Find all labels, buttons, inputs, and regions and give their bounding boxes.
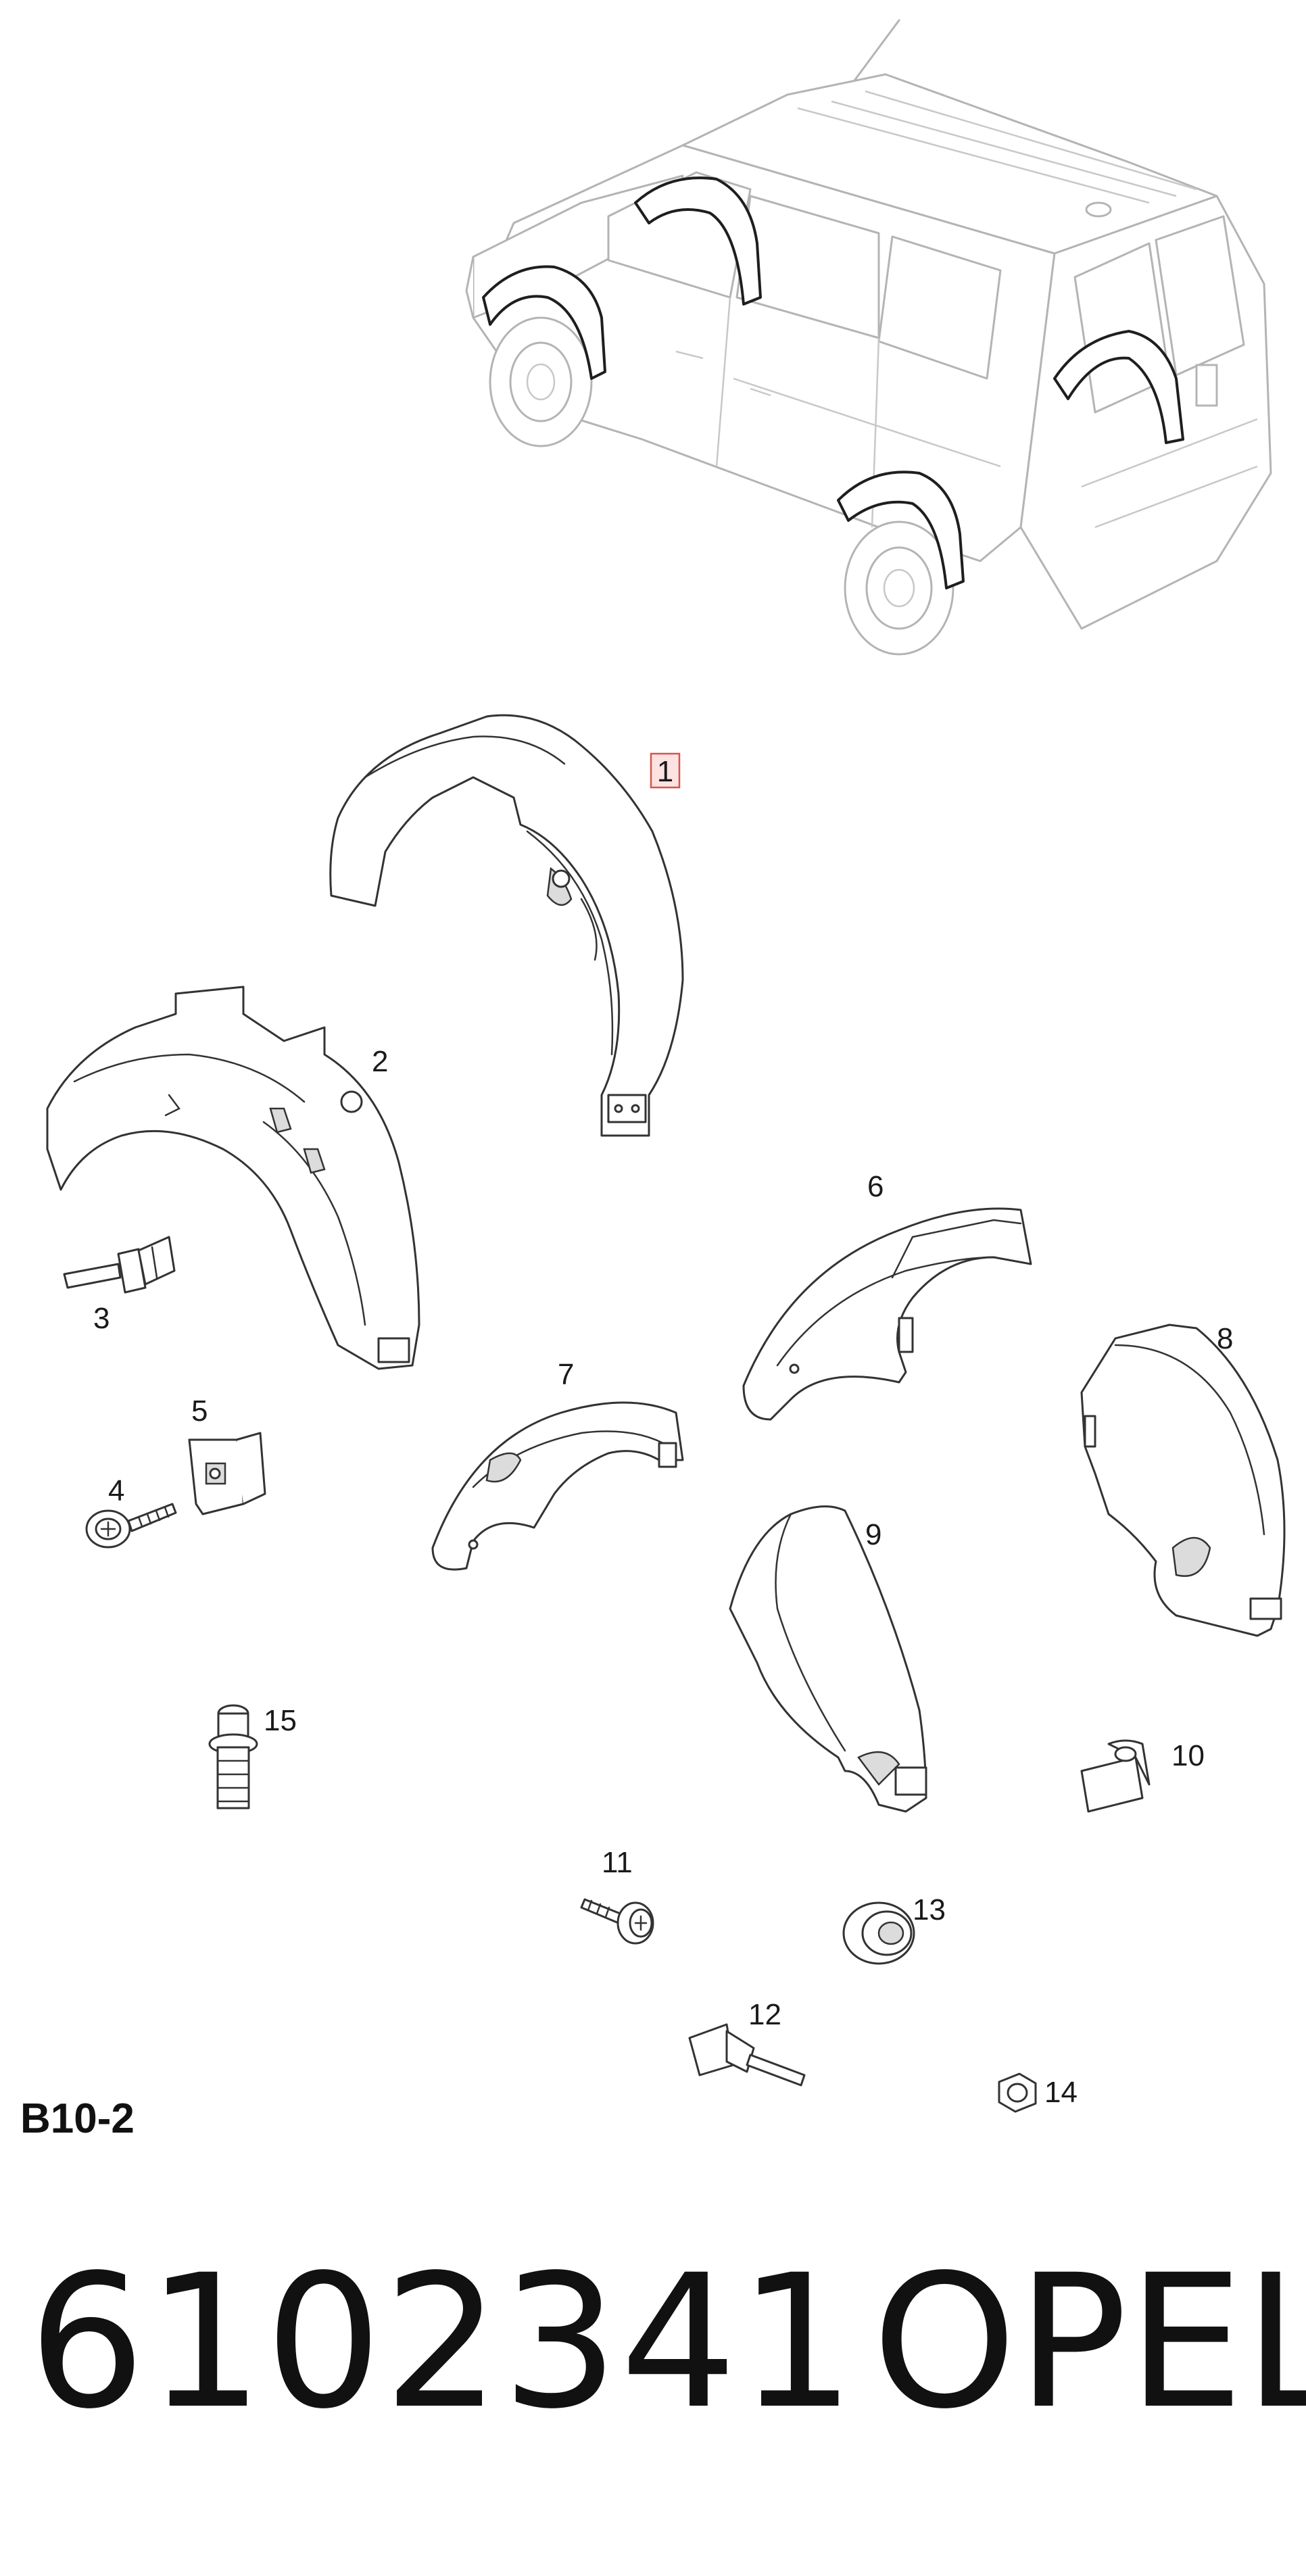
- part-1-rear-wheelhouse-liner: [329, 714, 684, 1137]
- callout-13: 13: [913, 1893, 946, 1926]
- part-2-front-wheelhouse-liner: [46, 986, 420, 1370]
- diagram-reference-code: B10-2: [20, 2095, 135, 2142]
- part-10-clip: [1080, 1739, 1151, 1813]
- callout-7: 7: [558, 1358, 574, 1391]
- part-12-push-rivet: [688, 2023, 806, 2087]
- part-14-flange-nut: [998, 2072, 1037, 2113]
- part-15-stud-bolt: [208, 1704, 258, 1809]
- van-overview-illustration: [465, 19, 1272, 656]
- callout-4: 4: [108, 1474, 124, 1507]
- callout-9: 9: [865, 1518, 881, 1551]
- part-9-wheelhouse-liner: [729, 1505, 927, 1813]
- callout-1: 1: [657, 755, 673, 788]
- callout-1-highlight: [650, 752, 681, 789]
- part-13-grommet: [842, 1901, 915, 1965]
- part-3-push-rivet: [63, 1236, 176, 1294]
- part-7-wheelhouse-liner: [431, 1401, 684, 1571]
- part-8-wheelhouse-liner: [1080, 1323, 1286, 1637]
- callout-14: 14: [1044, 2076, 1078, 2109]
- callout-12: 12: [748, 1998, 781, 2031]
- part-5-clip-nut: [188, 1432, 266, 1515]
- callout-11: 11: [602, 1846, 633, 1879]
- part-11-screw: [580, 1898, 654, 1945]
- callout-10: 10: [1171, 1739, 1205, 1772]
- part-number: 6102341: [28, 2236, 857, 2450]
- callout-labels: 1 2 3 4 5 6 7 8 9 10 11 12 13 14 15: [93, 752, 1233, 2109]
- callout-3: 3: [93, 1302, 110, 1335]
- callout-15: 15: [264, 1704, 297, 1737]
- callout-5: 5: [191, 1394, 208, 1428]
- callout-2: 2: [372, 1045, 388, 1078]
- callout-6: 6: [867, 1170, 884, 1203]
- callout-8: 8: [1217, 1322, 1233, 1355]
- brand-name: OPEL: [872, 2236, 1306, 2450]
- part-4-screw: [85, 1503, 177, 1549]
- part-6-wheelhouse-liner: [742, 1207, 1032, 1421]
